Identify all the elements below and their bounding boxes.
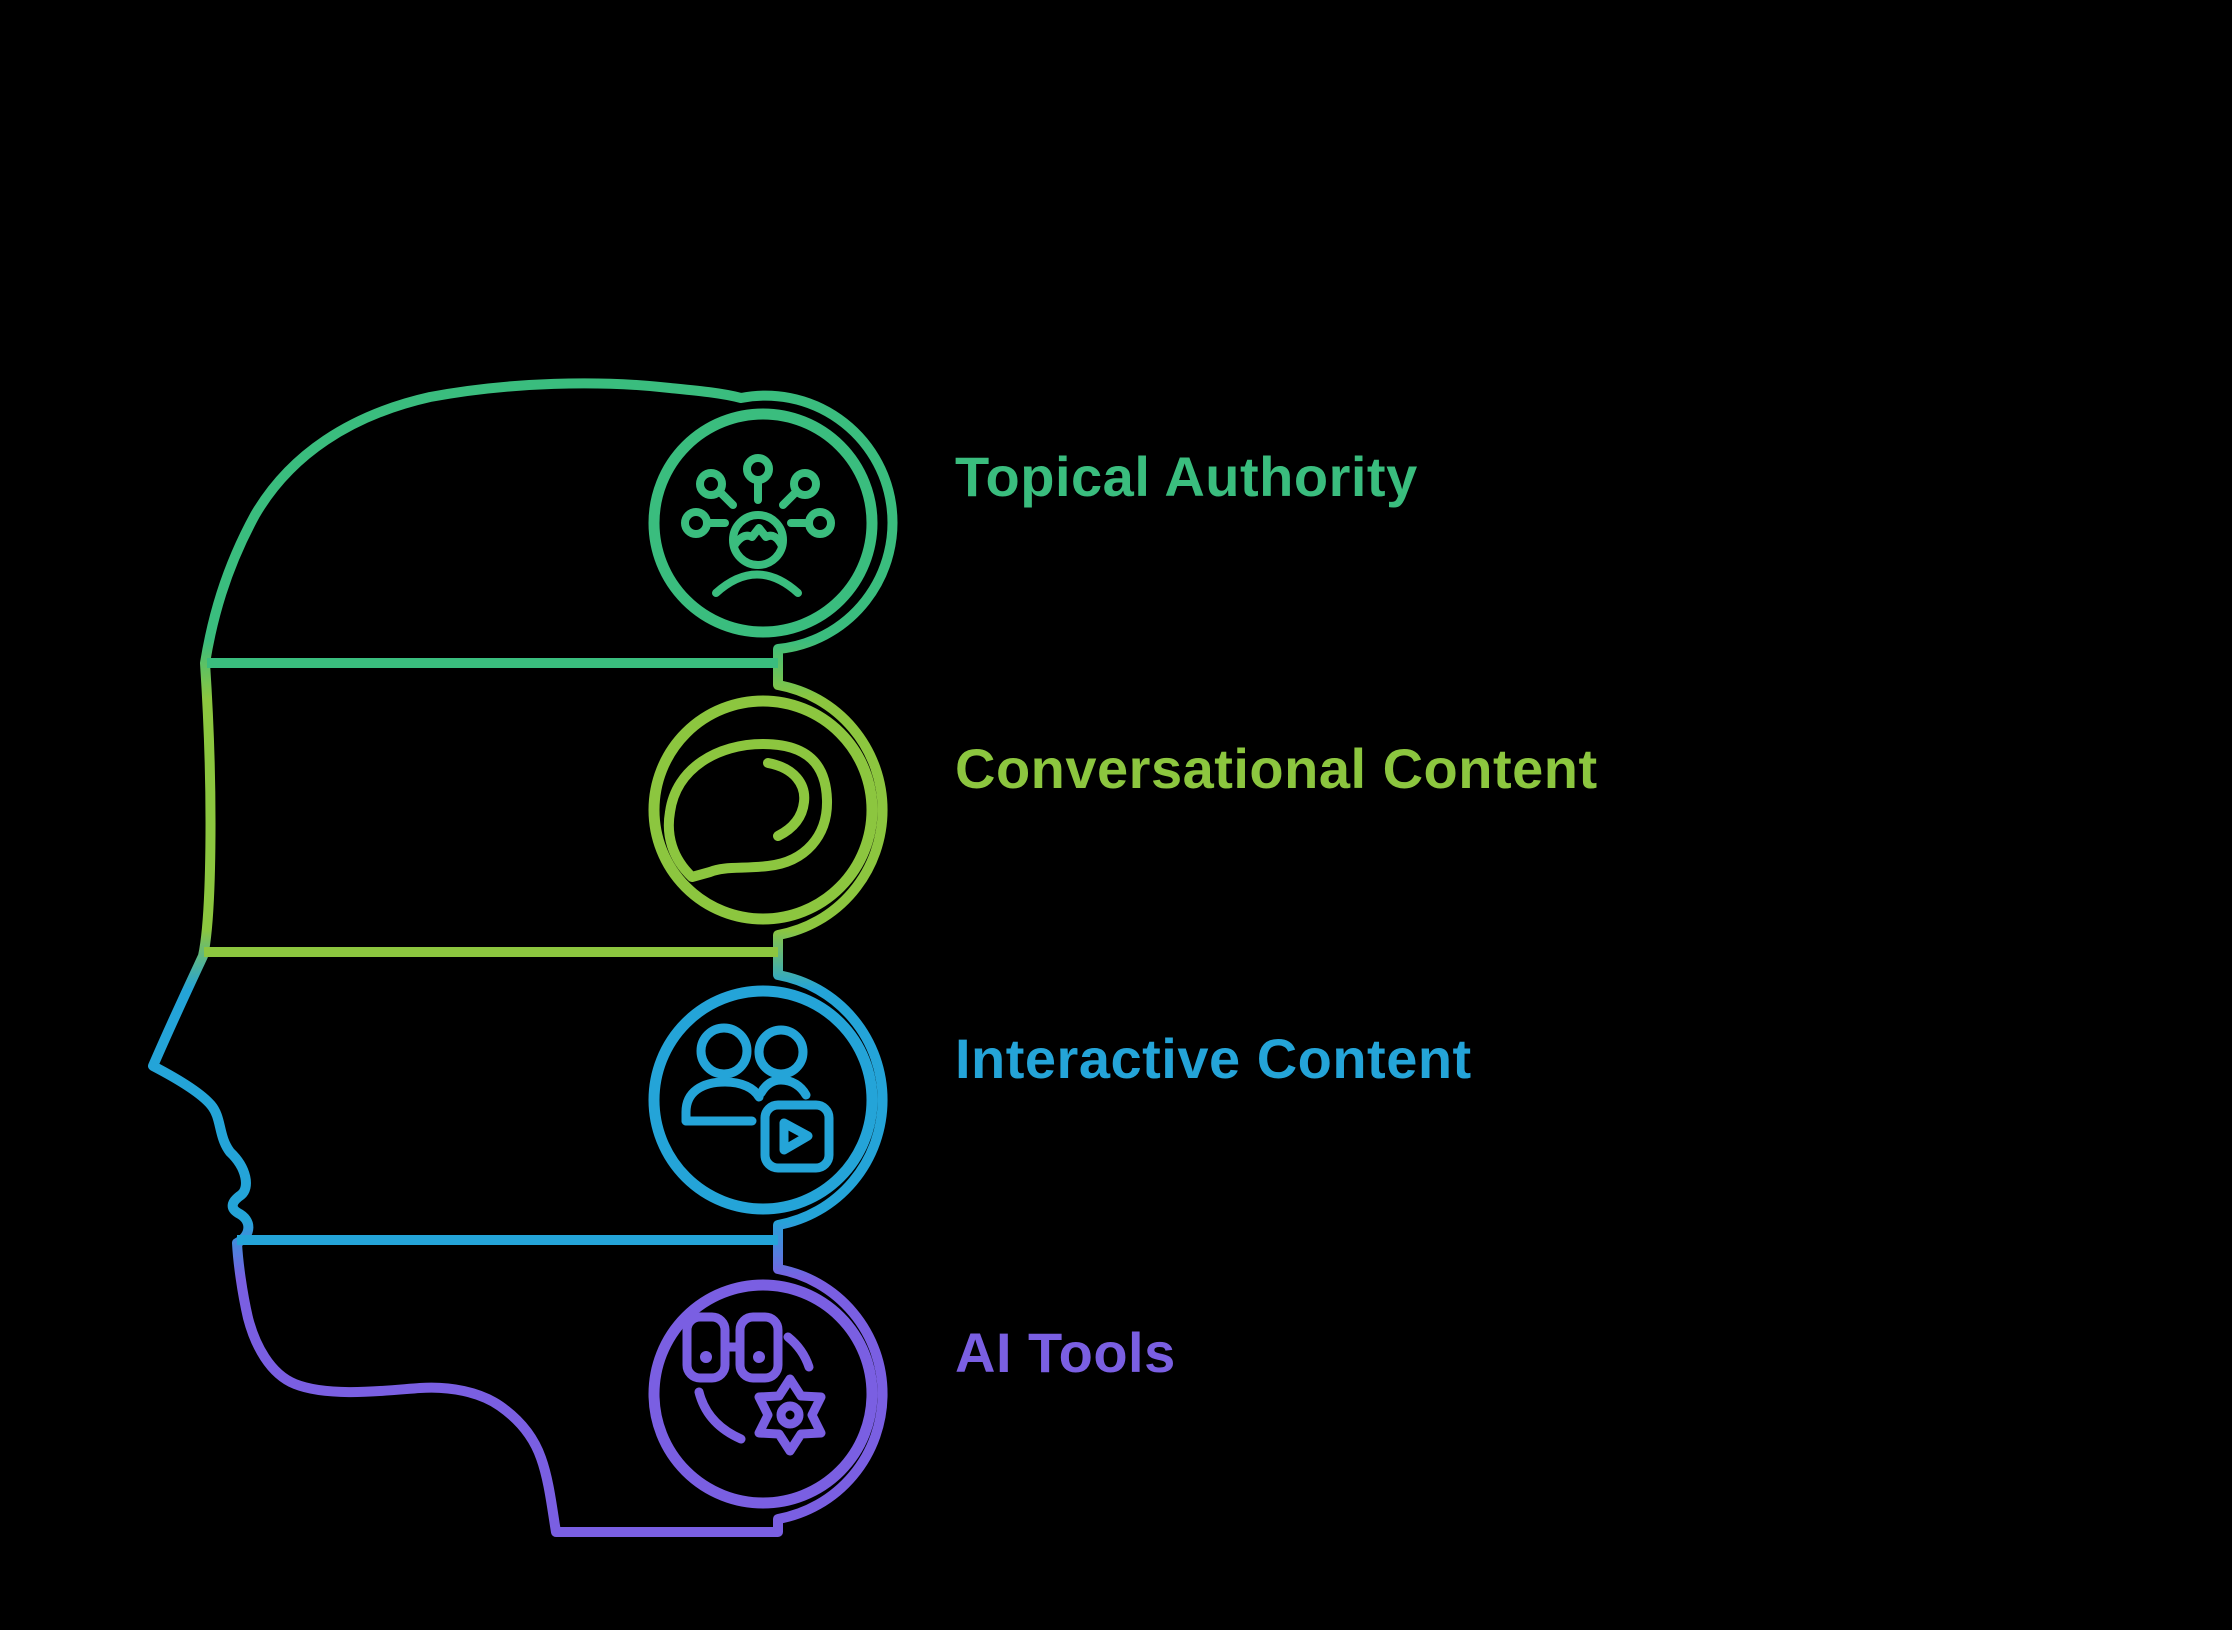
section-label-interactive-content: Interactive Content [955, 1027, 1472, 1090]
section-label-conversational-content: Conversational Content [955, 737, 1598, 800]
video-frame [760, 1100, 834, 1173]
section-label-ai-tools: AI Tools [955, 1321, 1176, 1384]
speech-bubble-icon [663, 739, 833, 882]
section-ai-tools: AI Tools [648, 1279, 1176, 1509]
icon-circle-interactive-content [648, 985, 878, 1215]
icon-circle-ai-tools [648, 1279, 878, 1509]
ray-node [805, 508, 835, 538]
users-video-icon [681, 1023, 834, 1173]
user-head [754, 1025, 808, 1079]
gear-shape [754, 1374, 826, 1456]
goggle-dot [700, 1351, 712, 1363]
play-triangle [779, 1118, 813, 1155]
swoosh-arc [783, 1332, 814, 1372]
person-hairline [730, 524, 786, 550]
ray-node [696, 469, 726, 499]
ray-node [743, 454, 773, 484]
section-topical-authority: Topical Authority [207, 408, 1418, 668]
goggle-left [682, 1312, 730, 1383]
robot-goggles-gear-icon [682, 1312, 826, 1456]
ray-line [716, 488, 737, 509]
gear-hub [776, 1401, 804, 1429]
section-interactive-content: Interactive Content [237, 985, 1472, 1245]
goggle-dot [753, 1351, 765, 1363]
section-conversational-content: Conversational Content [204, 695, 1598, 957]
user-body [681, 1077, 764, 1126]
person-shoulders-arc [712, 570, 802, 597]
person-network-icon [681, 454, 835, 597]
user-body [756, 1075, 811, 1100]
speech-bubble-outline [663, 739, 833, 882]
head-profile-outline [148, 378, 898, 1537]
goggle-right [735, 1312, 783, 1383]
section-label-topical-authority: Topical Authority [955, 445, 1418, 508]
smile-arc [694, 1387, 746, 1444]
ray-node [790, 469, 820, 499]
icon-circle-conversational-content [648, 695, 878, 925]
icon-circle-topical-authority [648, 408, 878, 638]
ray-line [779, 488, 800, 509]
ray-node [681, 508, 711, 538]
user-head [696, 1023, 752, 1079]
speech-bubble-inner-arc [763, 758, 810, 841]
